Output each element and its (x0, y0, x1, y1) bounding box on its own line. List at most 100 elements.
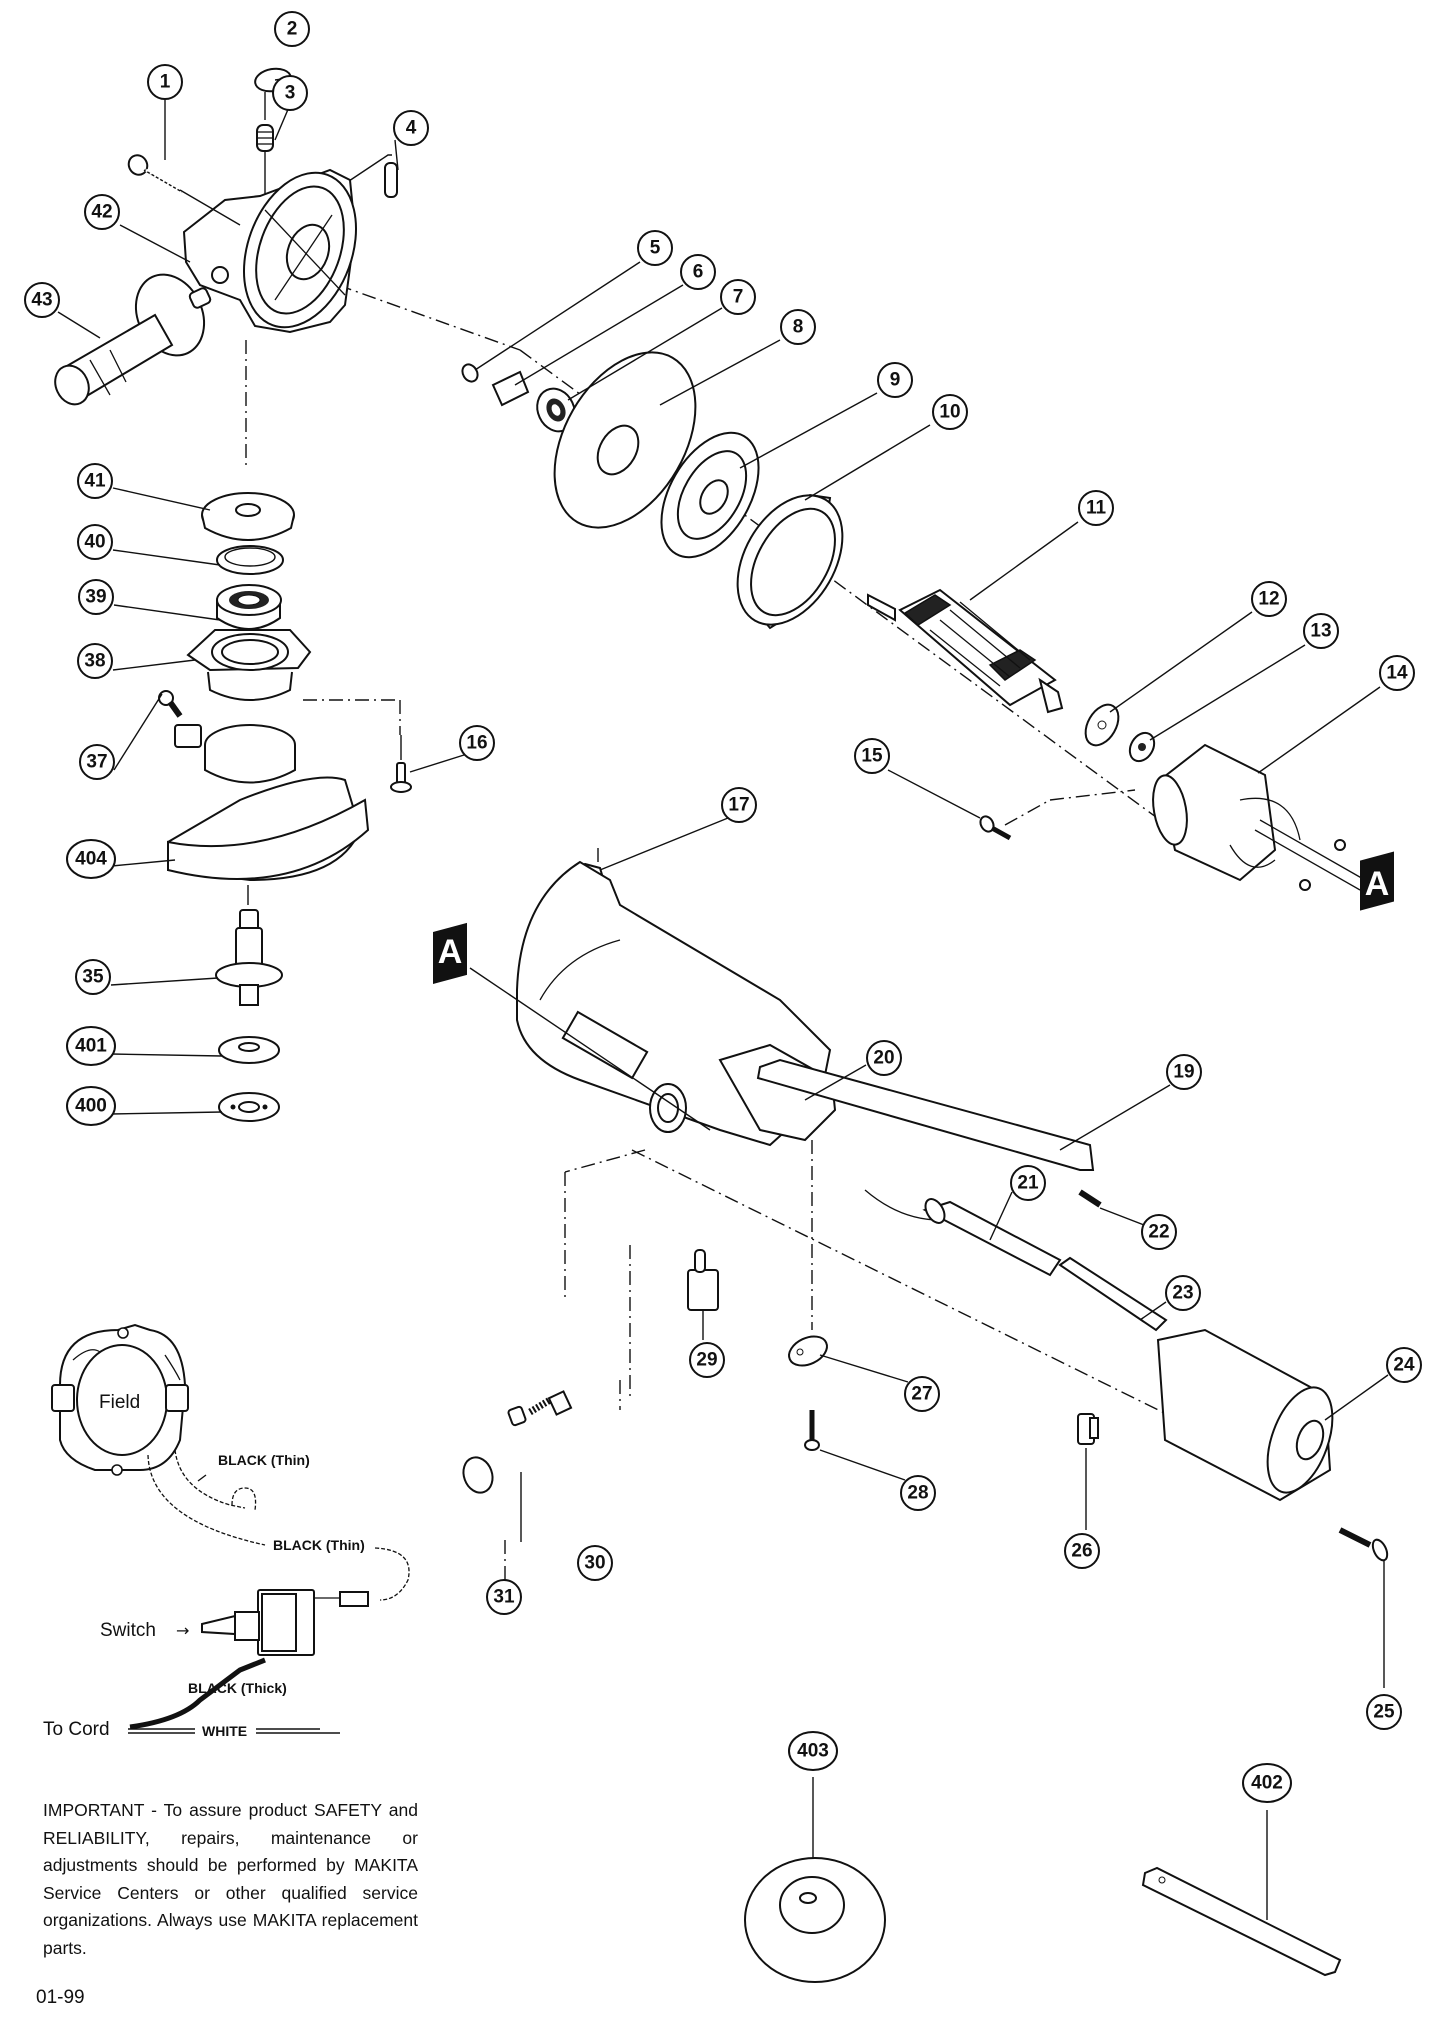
callout-42: 42 (84, 194, 120, 230)
part-6-pinion (491, 370, 530, 407)
callout-bubble (77, 463, 113, 499)
callout-number: 3 (285, 83, 296, 104)
spindle-group (158, 492, 412, 1122)
callout-16: 16 (459, 725, 495, 761)
callout-bubble (24, 282, 60, 318)
callout-2: 2 (274, 11, 310, 47)
callout-bubble (1303, 613, 1339, 649)
assembly-axes (239, 249, 1301, 1580)
callout-number: 8 (793, 317, 804, 338)
wiring-diagram: Field BLACK (Thin) BLACK (Thin) Switch →… (43, 1323, 410, 1740)
callout-number: 22 (1148, 1222, 1169, 1243)
wire-label-white: WHITE (202, 1723, 247, 1739)
part-3-spring (256, 124, 274, 152)
callout-bubble (66, 839, 116, 879)
reference-marker-a-housing: A (433, 922, 467, 984)
callout-21: 21 (1010, 1165, 1046, 1201)
callout-bubble (1242, 1763, 1292, 1803)
callout-number: 21 (1017, 1173, 1039, 1194)
callout-bubble (1064, 1533, 1100, 1569)
callout-400: 400 (66, 1086, 116, 1126)
callout-bubble (721, 787, 757, 823)
callout-15: 15 (854, 738, 890, 774)
callout-14: 14 (1379, 655, 1415, 691)
part-7-bearing (536, 387, 576, 433)
callout-number: 14 (1386, 663, 1408, 684)
callout-bubble (77, 524, 113, 560)
field-coil-illustration (51, 1323, 189, 1476)
svg-text:A: A (438, 933, 463, 971)
callout-19: 19 (1166, 1054, 1202, 1090)
part-41-bevel-gear (201, 492, 295, 541)
callout-number: 40 (84, 532, 105, 553)
callout-bubble (66, 1026, 116, 1066)
callout-bubble (680, 254, 716, 290)
callout-20: 20 (866, 1040, 902, 1076)
part-402-lock-nut-wrench (1141, 1866, 1342, 1977)
revision-code: 01-99 (36, 1987, 85, 2008)
callout-bubble (1166, 1054, 1202, 1090)
part-16-screw (390, 762, 412, 793)
callout-25: 25 (1366, 1694, 1402, 1730)
callout-35: 35 (75, 959, 111, 995)
callout-number: 41 (84, 471, 106, 492)
callout-bubble (1386, 1347, 1422, 1383)
callout-number: 404 (75, 849, 107, 870)
callout-10: 10 (932, 394, 968, 430)
part-403-depressed-center-wheel (744, 1857, 886, 1983)
motor-group (461, 351, 1366, 891)
part-14-field (1152, 743, 1366, 891)
callout-number: 7 (733, 287, 744, 308)
callout-11: 11 (1078, 490, 1114, 526)
callout-28: 28 (900, 1475, 936, 1511)
callout-404: 404 (66, 839, 116, 879)
callout-22: 22 (1141, 1214, 1177, 1250)
callout-number: 402 (1251, 1773, 1283, 1794)
reference-marker-a-field: A (1360, 851, 1394, 911)
part-30-carbon-brush (507, 1390, 573, 1427)
part-40-retaining-ring (216, 545, 284, 575)
callout-40: 40 (77, 524, 113, 560)
callout-bubble (272, 75, 308, 111)
part-400-lock-nut (218, 1092, 280, 1122)
callout-bubble (274, 11, 310, 47)
callout-number: 25 (1373, 1702, 1395, 1723)
part-1-screw (127, 154, 183, 194)
callout-26: 26 (1064, 1533, 1100, 1569)
callout-number: 42 (91, 202, 112, 223)
callout-30: 30 (577, 1545, 613, 1581)
callout-6: 6 (680, 254, 716, 290)
callout-402: 402 (1242, 1763, 1292, 1803)
part-28-screw (804, 1410, 820, 1451)
callout-bubble (780, 309, 816, 345)
part-43-side-grip (54, 273, 212, 406)
part-20-motor-housing (516, 860, 837, 1147)
part-12-bearing (1084, 703, 1120, 747)
callout-27: 27 (904, 1376, 940, 1412)
callout-bubble (720, 279, 756, 315)
callout-bubble (77, 643, 113, 679)
callout-number: 17 (728, 795, 749, 816)
callout-7: 7 (720, 279, 756, 315)
part-25-screw (1338, 1527, 1389, 1562)
callout-bubble (689, 1342, 725, 1378)
callout-24: 24 (1386, 1347, 1422, 1383)
callout-bubble (788, 1731, 838, 1771)
notice-text: IMPORTANT - To assure product SAFETY and… (43, 1800, 418, 1958)
callout-bubble (932, 394, 968, 430)
callout-39: 39 (78, 579, 114, 615)
callout-number: 401 (75, 1036, 107, 1057)
callout-number: 37 (86, 752, 107, 773)
part-39-ball-bearing (216, 584, 282, 630)
part-5-ring (461, 363, 479, 383)
callout-number: 27 (911, 1384, 932, 1405)
part-23-cord (1058, 1256, 1168, 1332)
accessories-group (744, 1777, 1342, 1983)
callout-bubble (84, 194, 120, 230)
part-10-fan-guide (736, 493, 844, 630)
callout-401: 401 (66, 1026, 116, 1066)
switch-arrow-icon: → (176, 1621, 189, 1640)
callout-12: 12 (1251, 581, 1287, 617)
callout-41: 41 (77, 463, 113, 499)
callout-403: 403 (788, 1731, 838, 1771)
